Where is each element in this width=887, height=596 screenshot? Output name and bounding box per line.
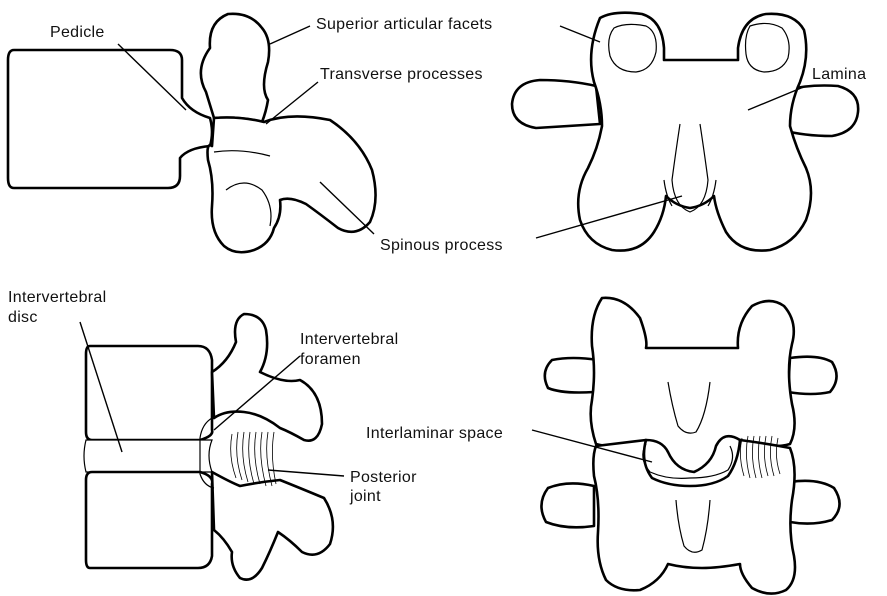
upper-right-transverse xyxy=(788,357,837,394)
upper-left-transverse xyxy=(545,358,598,393)
label-transverse-processes: Transverse processes xyxy=(320,66,483,83)
transverse-spinous-process xyxy=(208,116,376,252)
superior-facet-leader-left xyxy=(270,26,310,44)
label-intervertebral-foramen-line1: Intervertebral xyxy=(300,331,398,348)
lateral-vertebra xyxy=(8,14,376,252)
label-intervertebral-disc-line1: Intervertebral xyxy=(8,289,106,306)
posterior-joint-leader xyxy=(268,470,344,476)
left-transverse-process xyxy=(512,80,600,128)
label-intervertebral-disc-line2: disc xyxy=(8,309,38,326)
label-spinous-process: Spinous process xyxy=(380,237,503,254)
label-posterior-joint-line2: joint xyxy=(349,488,381,505)
label-pedicle: Pedicle xyxy=(50,24,105,41)
posterior-motion-segment xyxy=(541,298,839,594)
superior-articular-process xyxy=(201,14,269,122)
intervertebral-disc xyxy=(84,440,212,472)
label-posterior-joint-line1: Posterior xyxy=(350,469,417,486)
vertebral-body xyxy=(8,50,212,188)
upper-vertebral-body xyxy=(86,346,212,440)
label-superior-articular-facets: Superior articular facets xyxy=(316,16,492,33)
lateral-motion-segment xyxy=(84,314,333,580)
label-intervertebral-foramen-line2: foramen xyxy=(300,351,361,368)
lower-left-transverse xyxy=(541,483,594,527)
lower-posterior-elements xyxy=(212,472,333,580)
posterior-vertebra xyxy=(512,13,858,251)
posterior-arch xyxy=(578,13,811,251)
lower-vertebral-body xyxy=(86,472,212,568)
lower-right-transverse xyxy=(790,481,840,524)
posterior-joint-hatching xyxy=(231,432,276,486)
label-interlaminar-space: Interlaminar space xyxy=(366,425,503,442)
label-lamina: Lamina xyxy=(812,66,866,83)
